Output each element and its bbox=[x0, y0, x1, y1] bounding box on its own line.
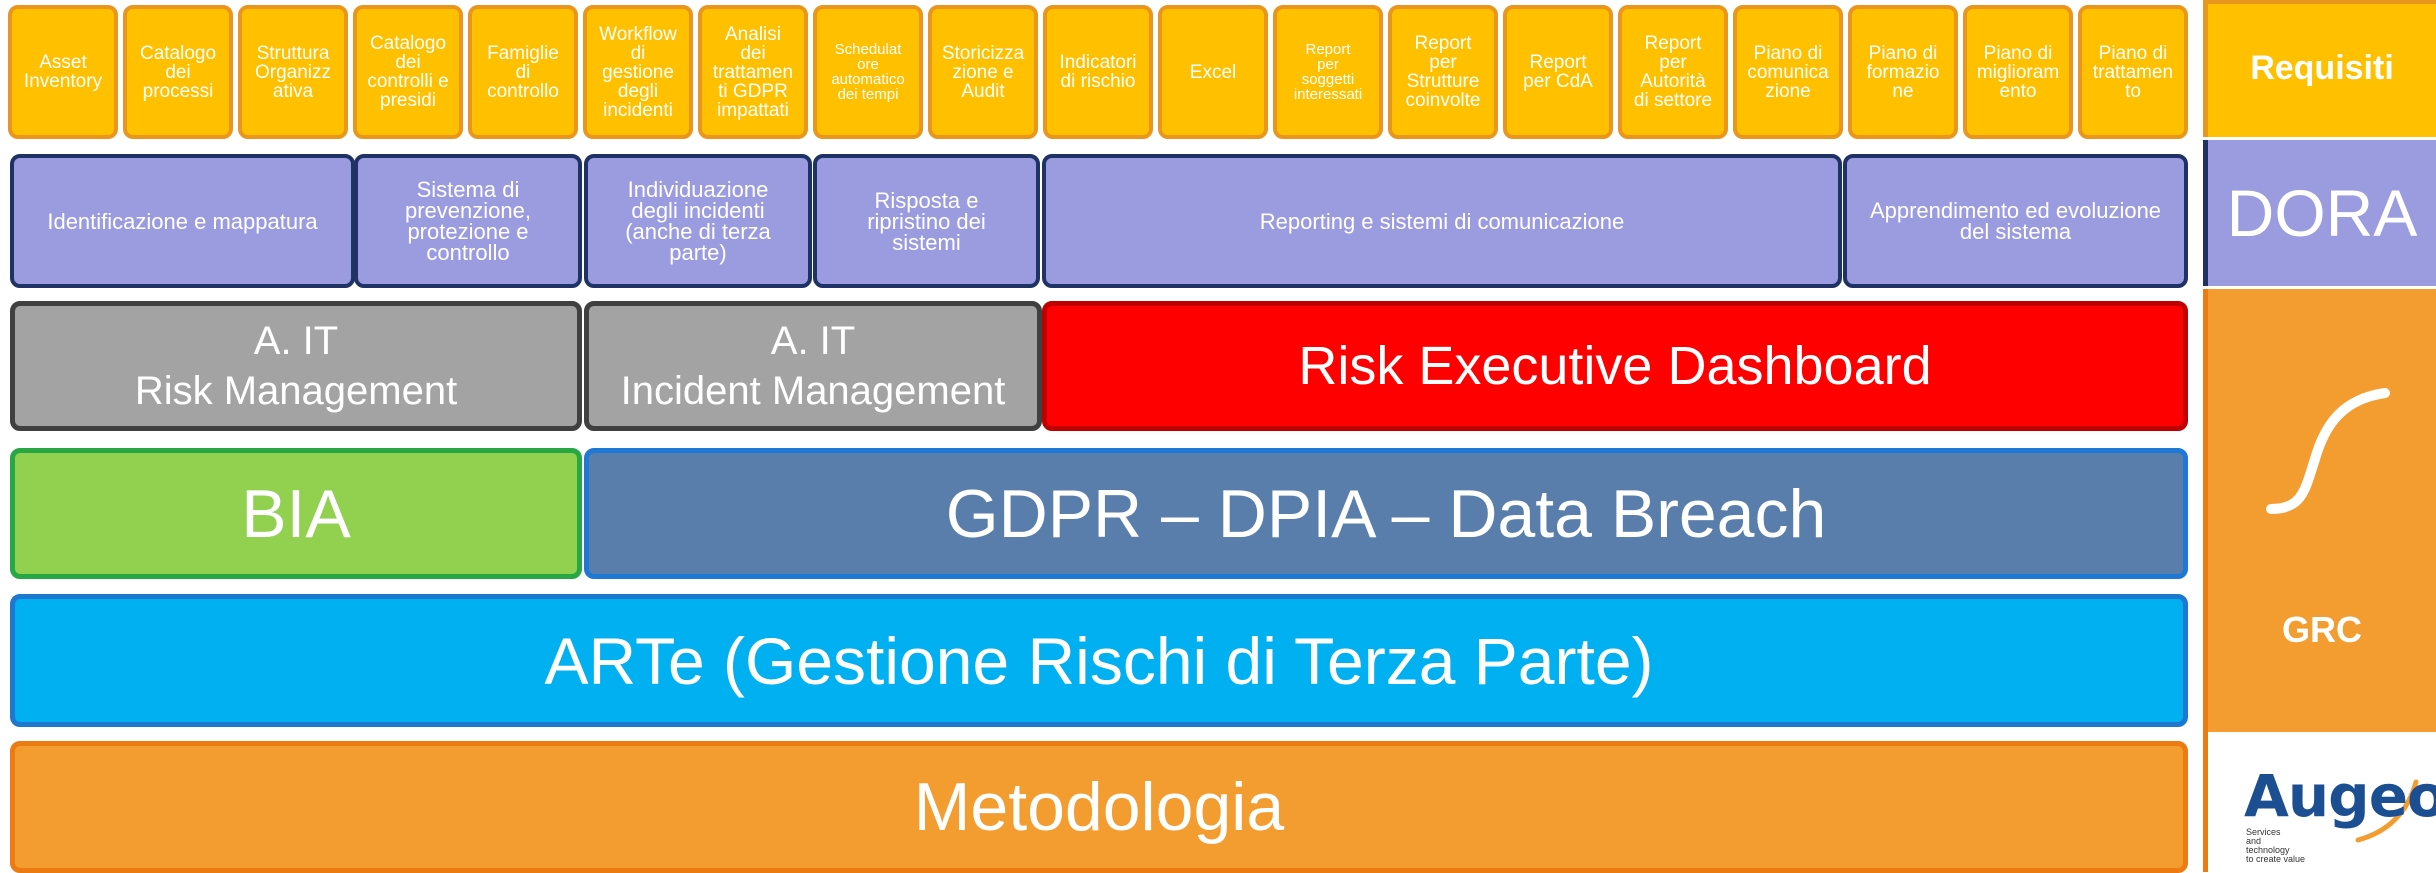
dora-individuazione: Individuazione degli incidenti (anche di… bbox=[584, 154, 812, 288]
side-label-requisiti: Requisiti bbox=[2203, 0, 2436, 137]
risk-executive-dashboard: Risk Executive Dashboard bbox=[1042, 301, 2188, 431]
requirement-chip: Struttura Organizz ativa bbox=[238, 5, 348, 139]
requirement-chip: Report per Autorità di settore bbox=[1618, 5, 1728, 139]
requirement-chip: Schedulat ore automatico dei tempi bbox=[813, 5, 923, 139]
requirement-chip: Excel bbox=[1158, 5, 1268, 139]
requirement-chip: Catalogo dei processi bbox=[123, 5, 233, 139]
dora-risposta: Risposta e ripristino dei sistemi bbox=[813, 154, 1040, 288]
dora-prevenzione: Sistema di prevenzione, protezione e con… bbox=[354, 154, 582, 288]
dora-reporting: Reporting e sistemi di comunicazione bbox=[1042, 154, 1842, 288]
it-incident-management: A. IT Incident Management bbox=[584, 301, 1042, 431]
requirement-chip: Piano di comunica zione bbox=[1733, 5, 1843, 139]
requirement-chip: Piano di formazio ne bbox=[1848, 5, 1958, 139]
requirement-chip: Report per soggetti interessati bbox=[1273, 5, 1383, 139]
side-label-grc: GRC bbox=[2203, 289, 2436, 732]
augeos-logo: Augeos Services and technology to create… bbox=[2203, 732, 2436, 872]
requirement-chip: Analisi dei trattamen ti GDPR impattati bbox=[698, 5, 808, 139]
augeos-tagline: Services and technology to create value bbox=[2246, 827, 2306, 864]
requirement-chip: Workflow di gestione degli incidenti bbox=[583, 5, 693, 139]
requirement-chip: Piano di miglioram ento bbox=[1963, 5, 2073, 139]
augeos-wordmark: Augeos bbox=[2244, 762, 2436, 830]
requirement-chip: Catalogo dei controlli e presidi bbox=[353, 5, 463, 139]
requirement-chip: Report per Strutture coinvolte bbox=[1388, 5, 1498, 139]
grc-swoosh-icon bbox=[2266, 388, 2390, 514]
gdpr-module: GDPR – DPIA – Data Breach bbox=[584, 448, 2188, 579]
dora-text: DORA bbox=[2226, 176, 2418, 250]
dora-identificazione: Identificazione e mappatura bbox=[10, 154, 355, 288]
augeos-arc-icon bbox=[2355, 779, 2419, 843]
requirement-chip: Famiglie di controllo bbox=[468, 5, 578, 139]
requirement-chip: Report per CdA bbox=[1503, 5, 1613, 139]
it-risk-management: A. IT Risk Management bbox=[10, 301, 582, 431]
requirement-chip: Asset Inventory bbox=[8, 5, 118, 139]
requirement-chip: Indicatori di rischio bbox=[1043, 5, 1153, 139]
requisiti-text: Requisiti bbox=[2250, 49, 2394, 87]
requirement-chip: Storicizza zione e Audit bbox=[928, 5, 1038, 139]
grc-text: GRC bbox=[2282, 609, 2362, 650]
bia-module: BIA bbox=[10, 448, 582, 579]
metodologia-module: Metodologia bbox=[10, 741, 2188, 873]
arte-module: ARTe (Gestione Rischi di Terza Parte) bbox=[10, 594, 2188, 727]
side-label-dora: DORA bbox=[2203, 140, 2436, 286]
requirement-chip: Piano di trattamen to bbox=[2078, 5, 2188, 139]
dora-apprendimento: Apprendimento ed evoluzione del sistema bbox=[1843, 154, 2188, 288]
